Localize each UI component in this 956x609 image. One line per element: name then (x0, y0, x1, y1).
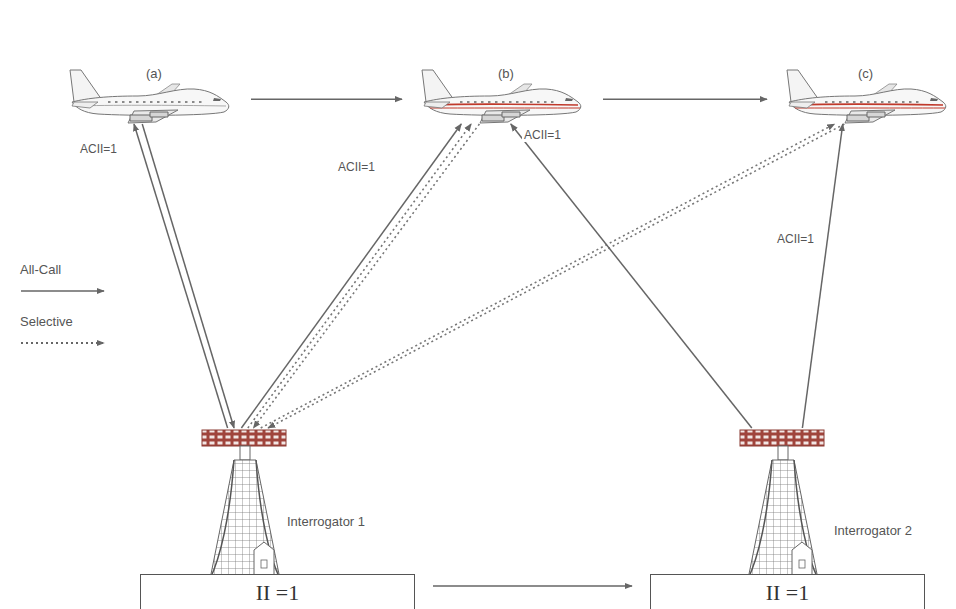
interrogator-label: Interrogator 1 (286, 514, 366, 529)
selective-link (253, 124, 479, 428)
aircraft: (a) (68, 62, 233, 124)
all-call-link (802, 124, 842, 428)
interrogator: Interrogator 1 (200, 428, 292, 580)
edge-label: ACII=1 (522, 128, 563, 142)
all-call-link (603, 98, 767, 100)
line-sample (20, 335, 110, 351)
interrogator-id-box: II =1 (650, 574, 925, 609)
all-call-link (142, 124, 234, 428)
all-call-link (251, 98, 402, 100)
edge-label: ACII=1 (775, 232, 816, 246)
selective-link (248, 124, 471, 428)
aircraft-label: (c) (857, 66, 874, 81)
interrogator-tower (738, 428, 830, 580)
legend-text: Selective (20, 314, 110, 329)
all-call-link (241, 124, 461, 428)
interrogator-tower (200, 428, 292, 580)
aircraft: (c) (785, 62, 950, 124)
edge-label: ACII=1 (336, 160, 377, 174)
legend-text: All-Call (20, 262, 110, 277)
all-call-link (134, 124, 228, 428)
selective-link (268, 124, 844, 428)
identifier-code: II =1 (141, 575, 414, 606)
legend: All-CallSelective (20, 262, 110, 366)
interrogator-id-box: II =1 (140, 574, 415, 609)
identifier-code: II =1 (651, 575, 924, 606)
edge-label: ACII=1 (78, 142, 119, 156)
line-sample (20, 283, 110, 299)
all-call-link (511, 124, 752, 428)
aircraft-label: (b) (497, 66, 515, 81)
interrogator: Interrogator 2 (738, 428, 830, 580)
aircraft: (b) (420, 62, 585, 124)
selective-link (261, 124, 835, 428)
all-call-link (433, 585, 632, 587)
aircraft-label: (a) (145, 66, 163, 81)
interrogator-label: Interrogator 2 (833, 523, 913, 538)
legend-row: Selective (20, 314, 110, 366)
legend-row: All-Call (20, 262, 110, 314)
